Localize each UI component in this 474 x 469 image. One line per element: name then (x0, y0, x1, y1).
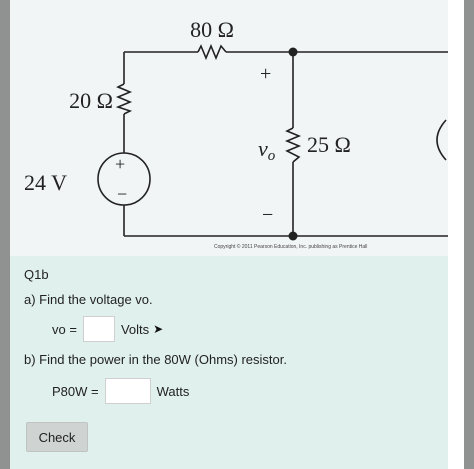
cursor-arrow-icon: ➤ (153, 322, 164, 336)
power-answer-label: P80W = (52, 383, 99, 399)
power-unit-label: Watts (156, 383, 190, 399)
resistor-20-ohm (115, 83, 133, 115)
partial-element-arc (436, 119, 447, 161)
vo-unit-label: Volts (120, 321, 150, 337)
circuit-diagram: 80 Ω 20 Ω 25 Ω 24 V + − + vo − (24, 17, 448, 241)
source-plus-sign: + (115, 154, 125, 174)
part-b-prompt: b) Find the power in the 80W (Ohms) resi… (24, 352, 287, 367)
question-panel: Q1b a) Find the voltage vo. vo = Volts ➤… (10, 256, 448, 469)
voltage-source-symbol (97, 152, 151, 206)
node-bottom (288, 231, 298, 241)
label-source: 24 V (24, 170, 67, 195)
power-answer-input[interactable] (104, 378, 151, 404)
vo-answer-label: vo = (52, 321, 77, 337)
page-frame: 80 Ω 20 Ω 25 Ω 24 V + − + vo − Copyright… (10, 0, 464, 469)
vo-plus-sign: + (260, 63, 271, 85)
node-top (288, 47, 298, 57)
vo-minus-sign: − (262, 204, 273, 226)
copyright-notice: Copyright © 2011 Pearson Education, Inc.… (214, 244, 368, 250)
label-r-left: 20 Ω (69, 88, 113, 113)
circuit-figure: 80 Ω 20 Ω 25 Ω 24 V + − + vo − Copyright… (10, 0, 448, 256)
resistor-25-ohm (284, 127, 302, 163)
vo-label: vo (258, 136, 276, 164)
question-title: Q1b (24, 267, 49, 282)
label-r-right: 25 Ω (307, 132, 351, 157)
source-minus-sign: − (117, 184, 127, 204)
vo-answer-input[interactable] (82, 316, 115, 342)
resistor-80-ohm (197, 43, 227, 61)
label-r-top: 80 Ω (190, 17, 234, 42)
part-a-prompt: a) Find the voltage vo. (24, 292, 153, 307)
power-answer-row: P80W = Watts (52, 378, 189, 404)
check-button[interactable]: Check (26, 422, 88, 452)
vo-answer-row: vo = Volts ➤ (52, 316, 163, 342)
